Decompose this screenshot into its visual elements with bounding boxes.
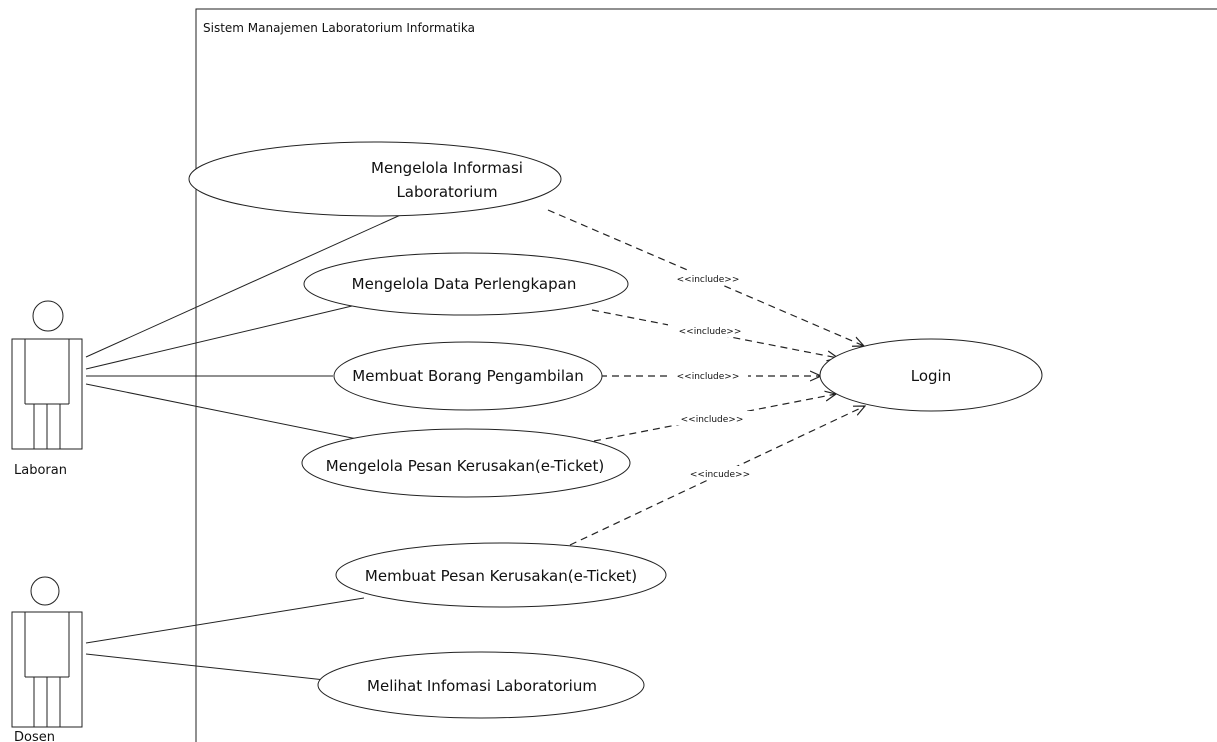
assoc-laboran-mengelola-informasi (85, 212, 406, 358)
actor-dosen-label: Dosen (14, 730, 55, 742)
use-case-label-line1: Mengelola Informasi (371, 159, 523, 177)
use-case-ellipse (819, 338, 1043, 412)
use-case-label: Membuat Borang Pengambilan (352, 367, 583, 385)
use-case-ellipse (335, 542, 667, 608)
use-case-mengelola-data[interactable]: Mengelola Data Perlengkapan (303, 252, 629, 316)
system-title: Sistem Manajemen Laboratorium Informatik… (203, 21, 475, 35)
include-arrow-5 (569, 406, 865, 546)
include-label-4: <<include>> (681, 415, 744, 425)
use-case-ellipse (333, 341, 603, 411)
associations (85, 212, 406, 681)
use-case-label: Mengelola Data Perlengkapan (352, 275, 577, 293)
use-case-ellipse (303, 252, 629, 316)
use-case-mengelola-informasi[interactable]: Mengelola Informasi Laboratorium (188, 141, 562, 217)
use-case-label-line2: Laboratorium (396, 183, 497, 201)
actor-dosen[interactable]: Dosen (11, 576, 83, 742)
use-case-label: Login (911, 367, 951, 385)
assoc-dosen-membuat-pesan (85, 597, 365, 644)
use-case-label: Melihat Infomasi Laboratorium (367, 677, 597, 695)
use-case-login[interactable]: Login (819, 338, 1043, 412)
use-case-ellipse (188, 141, 562, 217)
actor-laboran-figure (11, 300, 83, 450)
use-case-mengelola-pesan[interactable]: Mengelola Pesan Kerusakan(e-Ticket) (301, 428, 631, 498)
use-case-label: Mengelola Pesan Kerusakan(e-Ticket) (326, 457, 604, 475)
actor-laboran[interactable]: Laboran (11, 300, 83, 478)
actor-laboran-label: Laboran (14, 463, 67, 478)
actor-dosen-figure (11, 576, 83, 728)
use-case-membuat-borang[interactable]: Membuat Borang Pengambilan (333, 341, 603, 411)
use-case-membuat-pesan[interactable]: Membuat Pesan Kerusakan(e-Ticket) (335, 542, 667, 608)
use-case-ellipse (317, 651, 645, 719)
assoc-dosen-melihat-informasi (85, 653, 326, 681)
assoc-laboran-mengelola-data (85, 305, 353, 370)
use-case-ellipse (301, 428, 631, 498)
include-label-1: <<include>> (677, 275, 740, 285)
include-label-3: <<include>> (677, 372, 740, 382)
include-labels: <<include>> <<include>> <<include>> <<in… (668, 271, 760, 480)
use-case-melihat-informasi[interactable]: Melihat Infomasi Laboratorium (317, 651, 645, 719)
include-label-2: <<include>> (679, 327, 742, 337)
include-label-5: <<incude>> (690, 470, 750, 480)
assoc-laboran-mengelola-pesan (85, 383, 363, 441)
use-case-label: Membuat Pesan Kerusakan(e-Ticket) (365, 567, 637, 585)
system-boundary: Sistem Manajemen Laboratorium Informatik… (195, 8, 1217, 742)
